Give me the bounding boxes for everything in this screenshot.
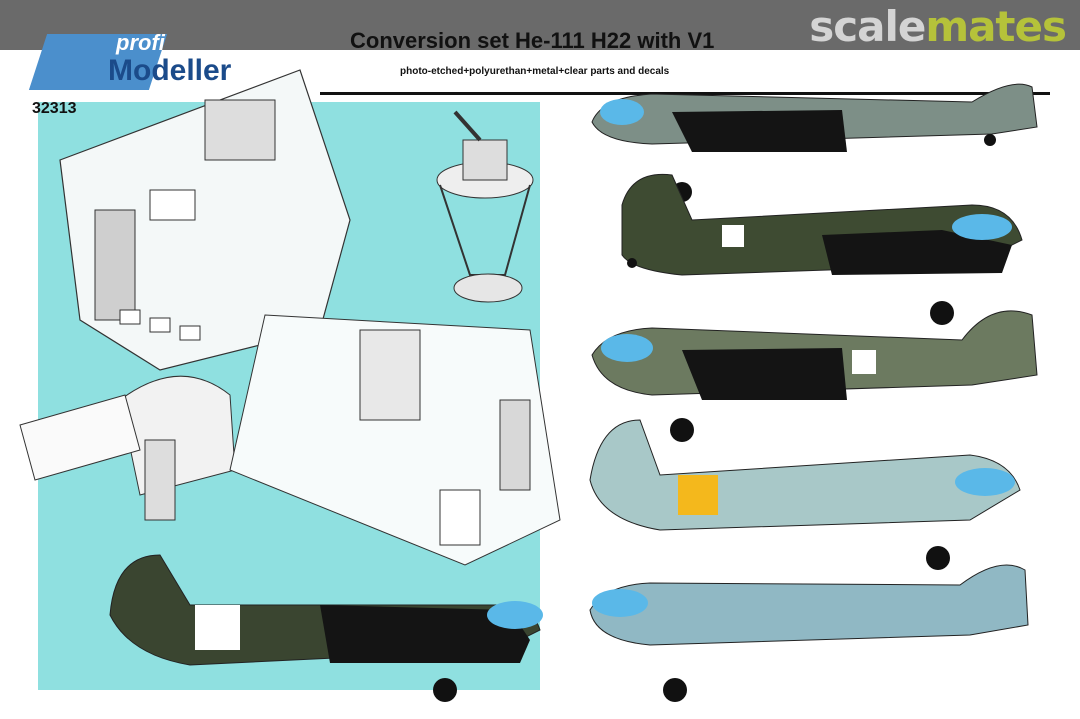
aircraft-profile-4 — [589, 419, 1021, 570]
top-bar — [0, 0, 1080, 50]
aircraft-profile-2 — [621, 173, 1023, 325]
gun-turret-drawing — [436, 110, 534, 303]
aircraft-profile-3 — [591, 310, 1038, 442]
brand-logo: profi Modeller — [28, 30, 268, 100]
subtitle: photo-etched+polyurethan+metal+clear par… — [400, 66, 670, 77]
watermark: scalemates — [809, 2, 1067, 51]
logo-profi: profi — [116, 30, 165, 55]
title-rule — [320, 92, 1050, 95]
aircraft-profile-6 — [109, 554, 543, 702]
page-title: Conversion set He-111 H22 with V1 — [350, 28, 715, 53]
cockpit-drawing — [59, 69, 351, 371]
nose-section-drawing — [19, 375, 236, 521]
aircraft-profile-5 — [589, 564, 1029, 702]
logo-modeller: Modeller — [108, 54, 232, 87]
fuselage-interior-drawing — [229, 314, 561, 566]
catalog-number: 32313 — [32, 100, 77, 117]
